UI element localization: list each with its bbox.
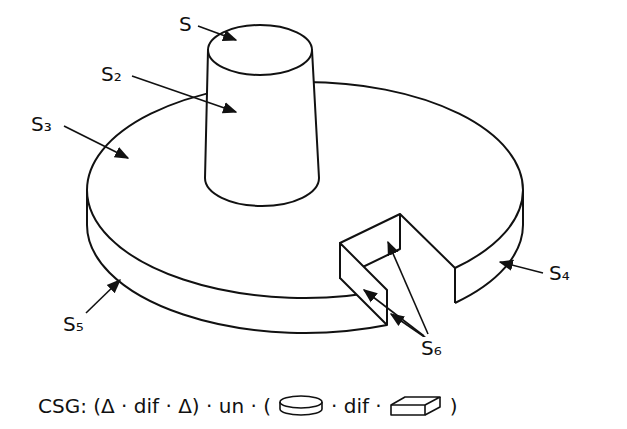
surface-label: S: [178, 13, 193, 35]
leader-arrow: [198, 26, 236, 40]
csg-expression: CSG: (Δ · dif · Δ) · un · ( · dif · ): [38, 394, 458, 418]
csg-text: · dif ·: [331, 394, 382, 418]
box-icon: [388, 394, 444, 418]
disk-bottom-rim: [455, 225, 523, 303]
surface-label: S₃: [30, 113, 53, 135]
notch-left-wall: [340, 243, 387, 325]
leader-arrow: [132, 76, 236, 112]
disk-side-edge: [522, 190, 524, 225]
leader-arrow: [388, 242, 428, 334]
leader-arrow: [391, 314, 426, 338]
csg-text: CSG: (Δ · dif · Δ) · un · (: [38, 394, 271, 418]
leader-arrow: [64, 126, 128, 158]
surface-label: S₆: [420, 337, 443, 359]
cylinder-icon: [277, 394, 325, 418]
leader-arrow: [500, 262, 543, 273]
csg-text: ): [450, 394, 458, 418]
disk-side-edge: [86, 190, 88, 225]
leader-arrow: [364, 290, 424, 336]
cone-top: [208, 25, 312, 75]
surface-label: S₂: [100, 63, 123, 85]
surface-label: S₄: [548, 262, 571, 284]
leader-arrow: [86, 280, 120, 313]
surface-label: S₅: [62, 313, 85, 335]
